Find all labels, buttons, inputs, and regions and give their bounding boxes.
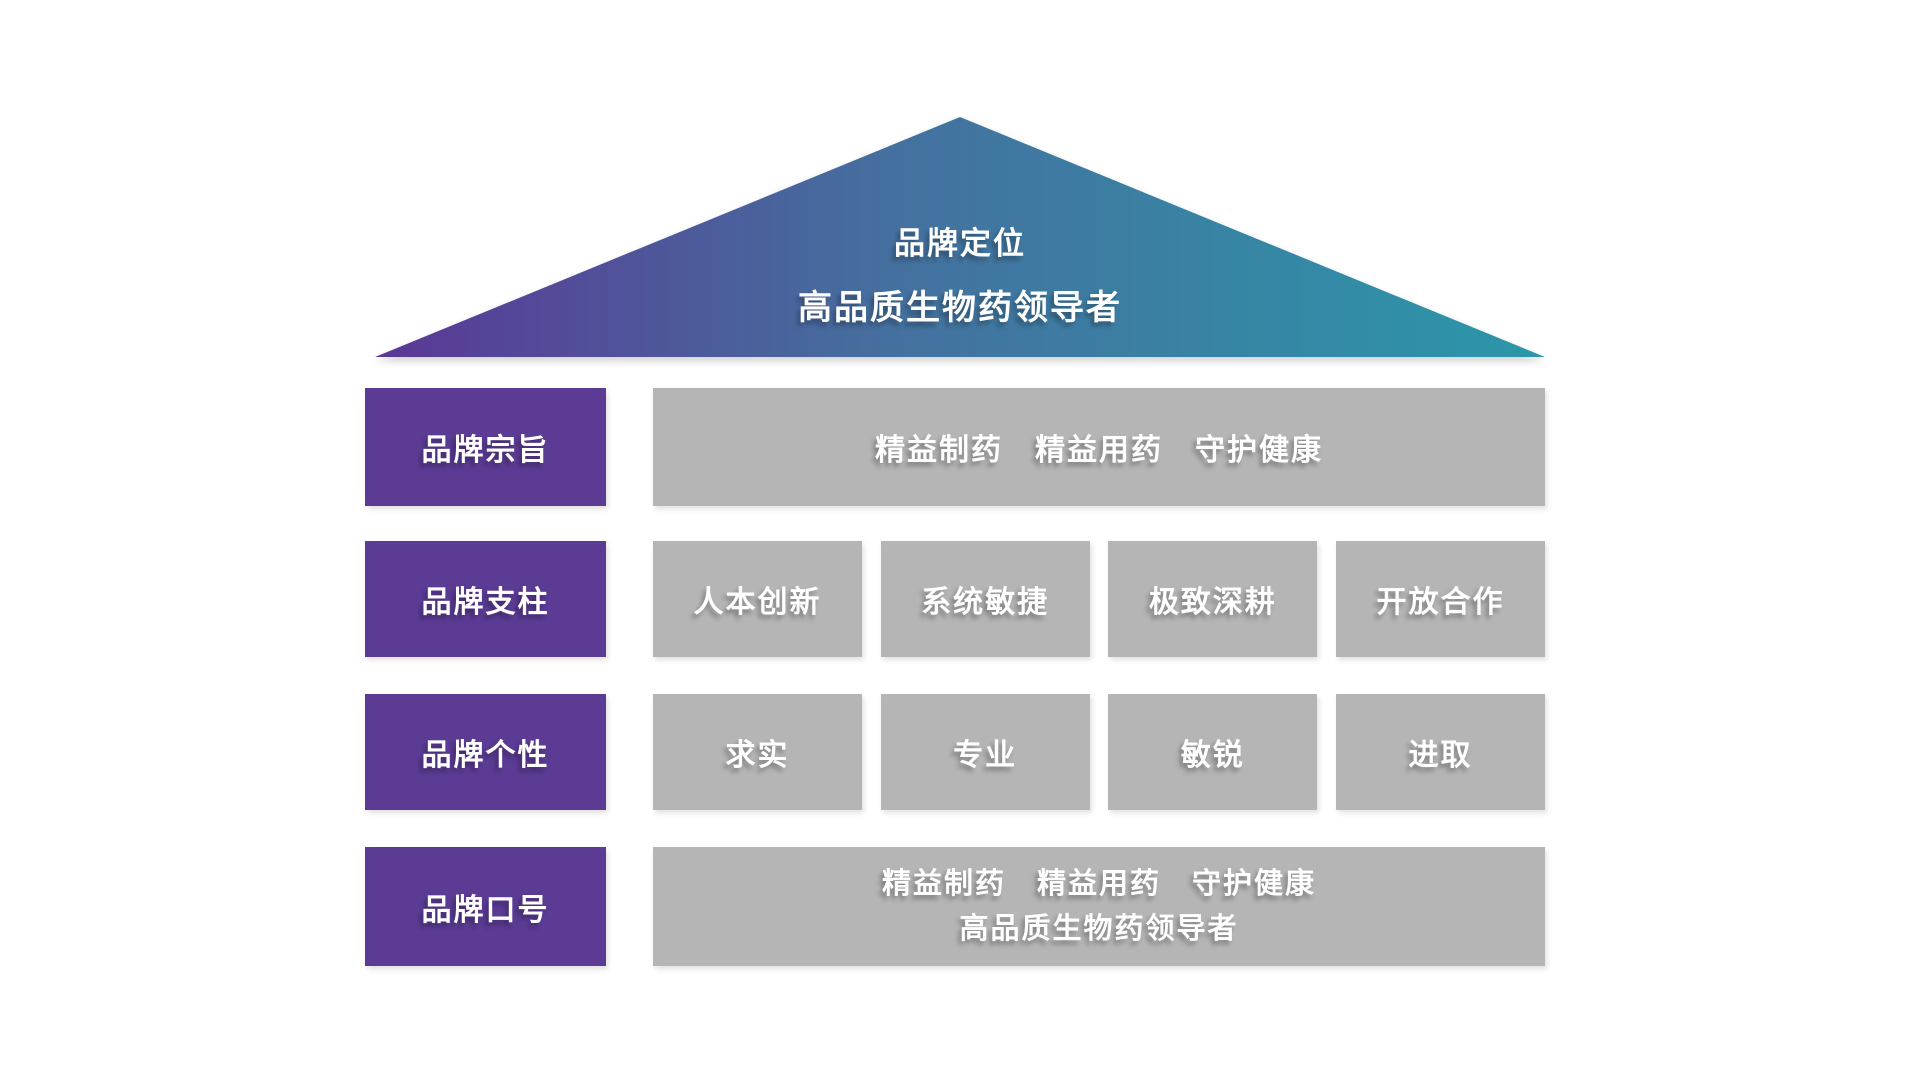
row-label-text: 品牌口号 — [421, 893, 550, 927]
row-content-brand-personality: 求实 专业 敏锐 进取 — [653, 694, 1545, 810]
content-cell: 精益制药 精益用药 守护健康 高品质生物药领导者 — [653, 847, 1545, 966]
roof-title: 品牌定位 — [894, 226, 1026, 261]
content-cell-text: 求实 — [725, 739, 790, 772]
content-cell: 开放合作 — [1335, 541, 1545, 657]
row-label-brand-pillars: 品牌支柱 — [365, 541, 606, 657]
row-brand-purpose: 品牌宗旨 精益制药 精益用药 守护健康 — [365, 388, 1545, 506]
content-cell-text: 专业 — [953, 739, 1018, 772]
content-cell: 系统敏捷 — [880, 541, 1090, 657]
content-cell-text: 人本创新 — [693, 586, 822, 619]
row-label-text: 品牌支柱 — [421, 586, 550, 619]
content-cell: 极致深耕 — [1108, 541, 1318, 657]
row-brand-pillars: 品牌支柱 人本创新 系统敏捷 极致深耕 开放合作 — [365, 541, 1545, 657]
content-cell-text: 系统敏捷 — [921, 586, 1050, 619]
content-cell: 人本创新 — [653, 541, 862, 657]
content-cell: 敏锐 — [1108, 694, 1318, 810]
content-cell: 专业 — [880, 694, 1090, 810]
content-cell: 进取 — [1335, 694, 1545, 810]
slogan-line-2: 高品质生物药领导者 — [959, 912, 1239, 945]
row-label-text: 品牌宗旨 — [421, 434, 550, 467]
content-cell-text: 极致深耕 — [1148, 586, 1277, 619]
row-content-brand-slogan: 精益制药 精益用药 守护健康 高品质生物药领导者 — [653, 847, 1545, 966]
row-label-brand-slogan: 品牌口号 — [365, 847, 606, 966]
content-cell-text: 进取 — [1408, 739, 1473, 772]
content-cell: 求实 — [653, 694, 862, 810]
content-cell: 精益制药 精益用药 守护健康 — [653, 388, 1545, 506]
slogan-line-1: 精益制药 精益用药 守护健康 — [881, 867, 1316, 900]
row-content-brand-purpose: 精益制药 精益用药 守护健康 — [653, 388, 1545, 506]
row-brand-personality: 品牌个性 求实 专业 敏锐 进取 — [365, 694, 1545, 810]
row-label-brand-personality: 品牌个性 — [365, 694, 606, 810]
row-content-brand-pillars: 人本创新 系统敏捷 极致深耕 开放合作 — [653, 541, 1545, 657]
content-cell-text: 开放合作 — [1376, 586, 1505, 619]
roof-triangle — [375, 117, 1545, 357]
row-label-brand-purpose: 品牌宗旨 — [365, 388, 606, 506]
content-cell-text: 敏锐 — [1180, 739, 1245, 772]
content-cell-text: 精益制药 精益用药 守护健康 — [875, 434, 1323, 467]
row-brand-slogan: 品牌口号 精益制药 精益用药 守护健康 高品质生物药领导者 — [365, 847, 1545, 966]
row-label-text: 品牌个性 — [421, 739, 550, 772]
roof-subtitle: 高品质生物药领导者 — [798, 289, 1122, 327]
